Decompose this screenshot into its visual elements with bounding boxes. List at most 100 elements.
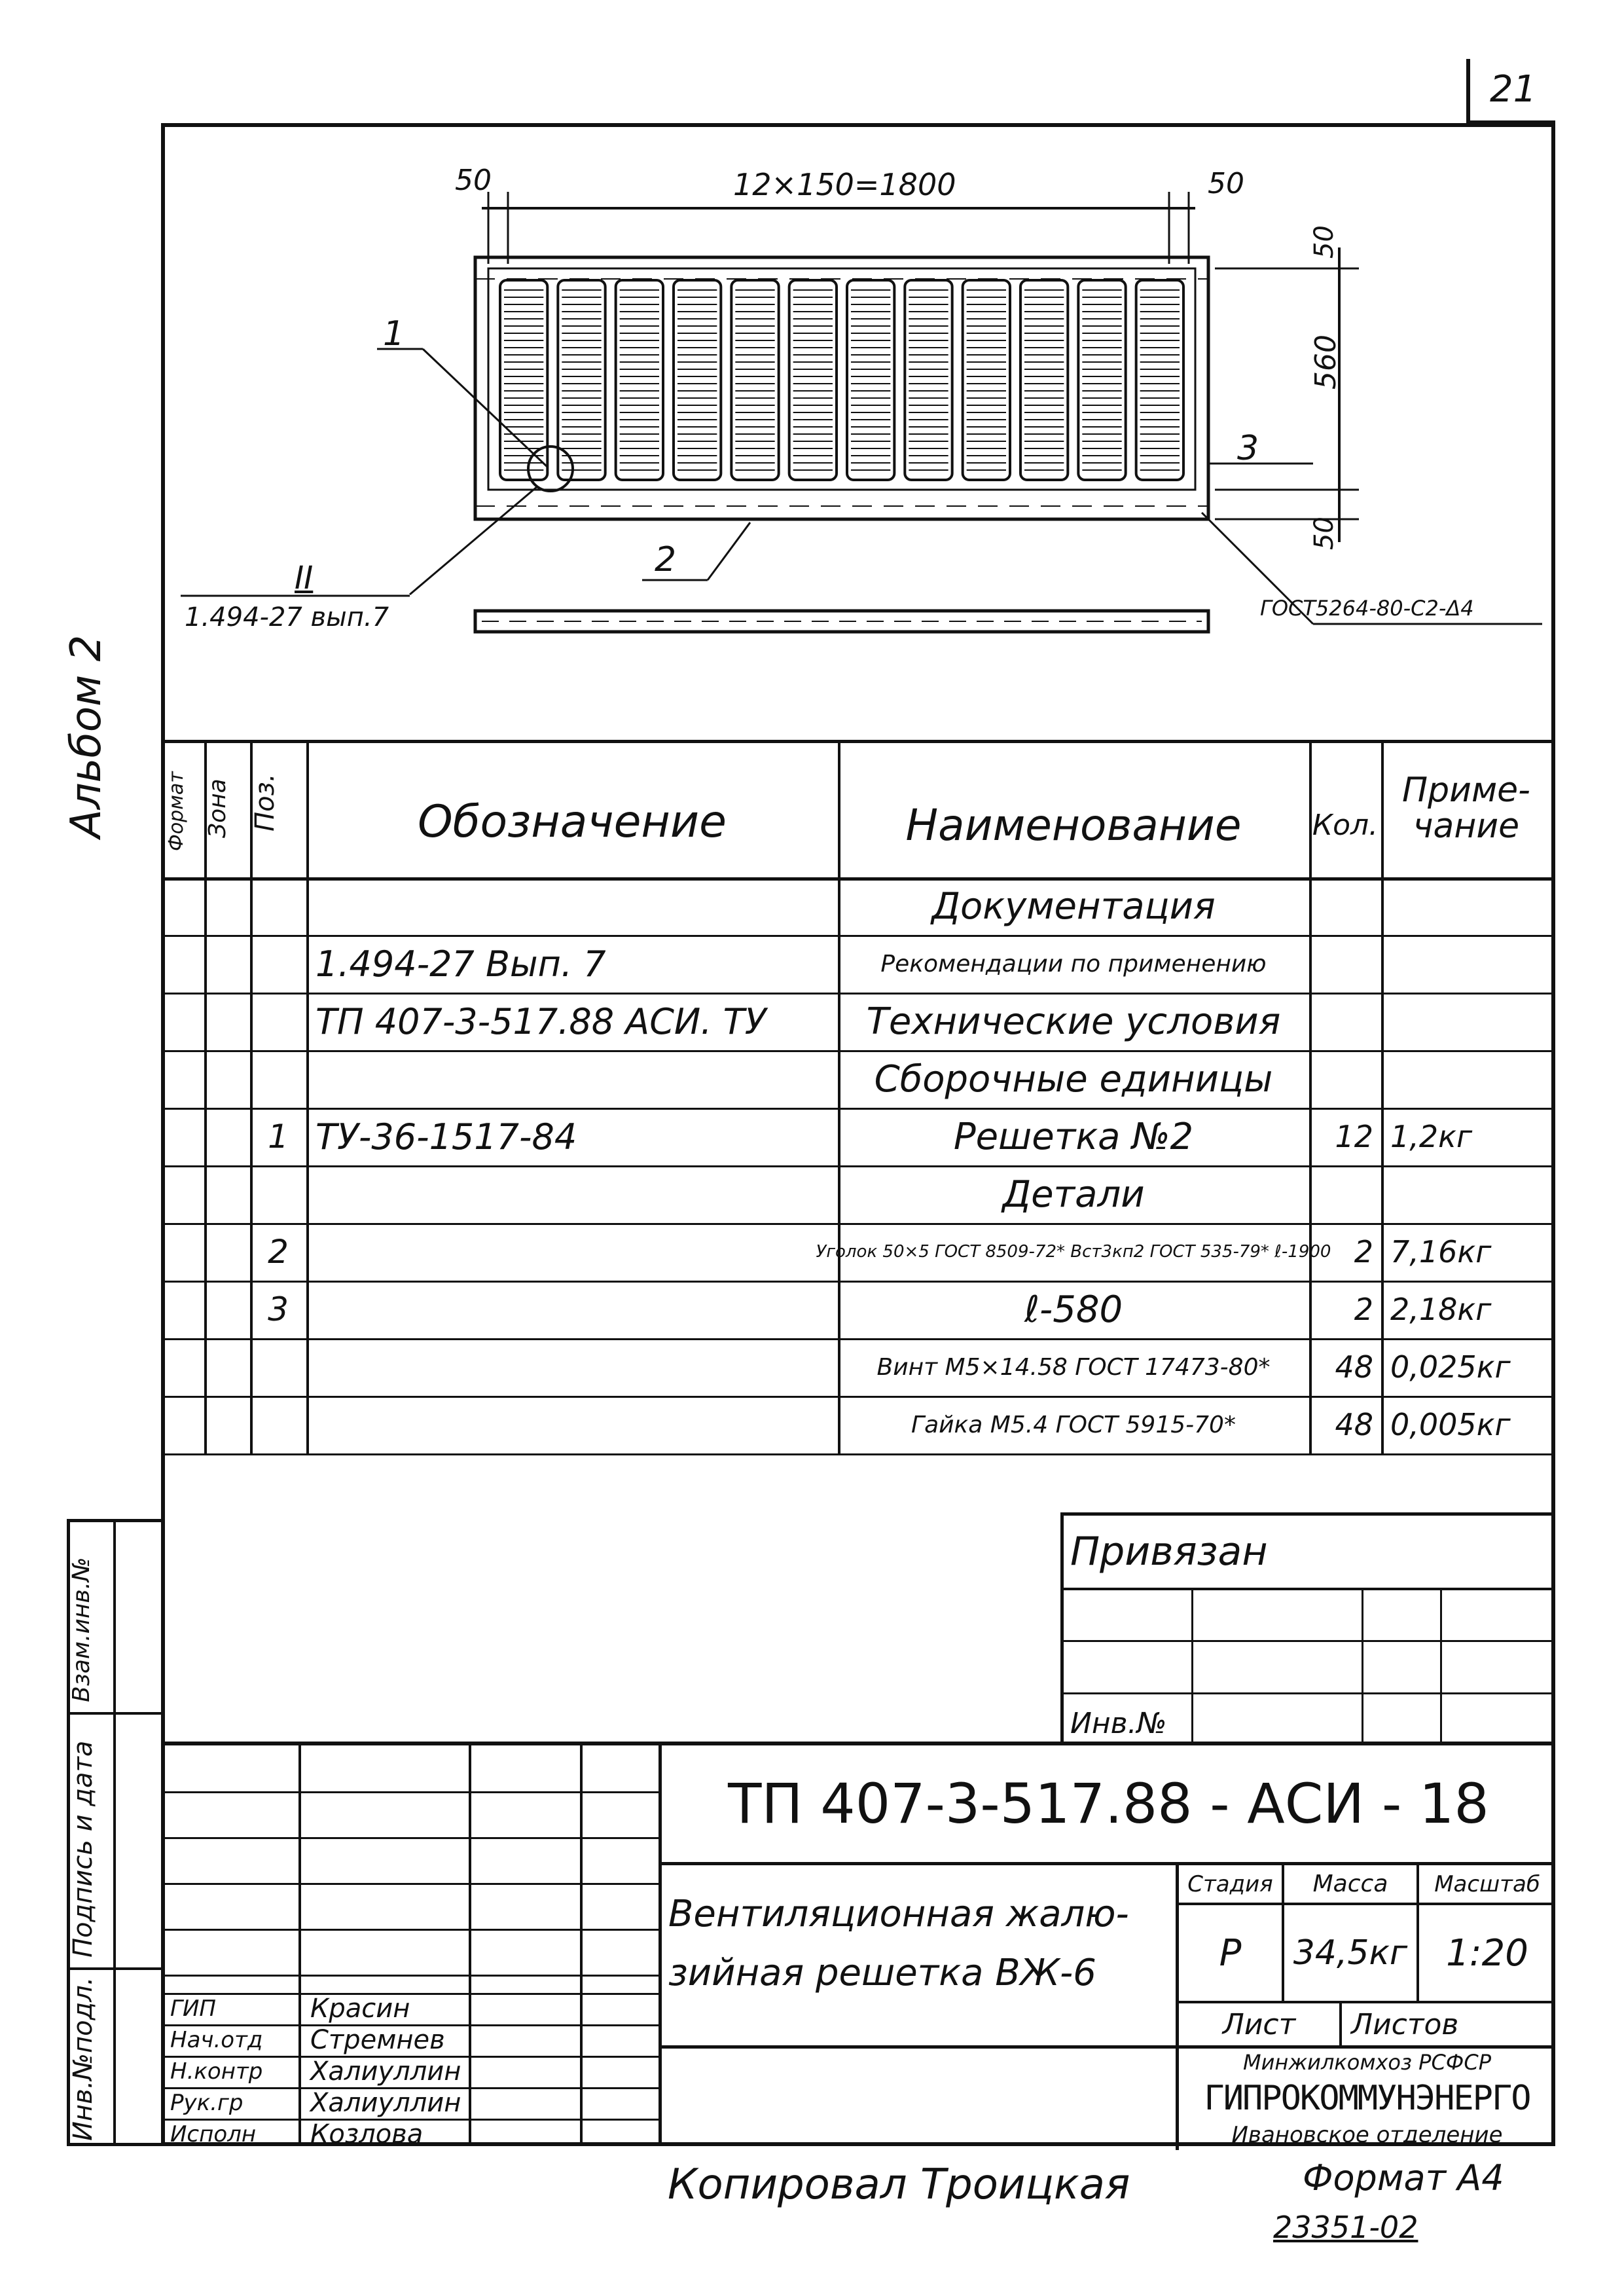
spec-cell-designation xyxy=(306,1165,838,1223)
spec-cell-qty xyxy=(1309,877,1381,935)
spec-cell-note: 7,16кг xyxy=(1390,1234,1492,1269)
leader-label-2: 2 xyxy=(655,540,677,579)
header-note: Приме- чание xyxy=(1402,771,1530,846)
header-pos: Поз. xyxy=(250,773,280,831)
spec-cell-designation xyxy=(306,1050,838,1108)
copied-by: Копировал Троицкая xyxy=(668,2161,1130,2209)
spec-cell-pos xyxy=(250,1396,306,1453)
spec-cell-designation xyxy=(306,1281,838,1338)
dim-top-middle: 12×150=1800 xyxy=(733,167,956,202)
louvre-panel xyxy=(846,279,896,481)
spec-cell-name: Винт М5×14.58 ГОСТ 17473-80* xyxy=(876,1353,1271,1381)
louvre-panel xyxy=(961,279,1011,481)
louvre-panel xyxy=(556,279,607,481)
spec-cell-designation: ТУ-36-1517-84 xyxy=(316,1116,577,1158)
louvre-panel xyxy=(787,279,839,481)
spec-cell-pos: 2 xyxy=(268,1233,289,1271)
margin-label-inv-orig: Инв.№подл. xyxy=(68,1977,98,2141)
scale-label: Масштаб xyxy=(1434,1870,1540,1897)
spec-cell-note: 2,18кг xyxy=(1390,1292,1492,1327)
spec-cell-qty: 2 xyxy=(1354,1292,1373,1327)
spec-cell-pos xyxy=(250,1338,306,1396)
spec-cell-name: ℓ-580 xyxy=(1024,1288,1123,1331)
spec-cell-pos xyxy=(250,1165,306,1223)
page-number-box: 21 xyxy=(1466,59,1555,124)
spec-cell-note xyxy=(1381,1050,1551,1108)
louvre-panel xyxy=(614,279,665,481)
spec-cell-qty xyxy=(1309,1050,1381,1108)
signer-role: Н.контр xyxy=(170,2058,263,2085)
dim-right-top: 50 xyxy=(1309,225,1339,259)
spec-cell-designation xyxy=(306,1338,838,1396)
spec-cell-designation xyxy=(306,1223,838,1281)
sheet-frame xyxy=(161,123,1555,2146)
document-name-line2: зийная решетка ВЖ-6 xyxy=(668,1952,1096,1994)
header-format: Формат xyxy=(165,771,188,851)
bound-title: Привязан xyxy=(1070,1529,1268,1575)
header-name: Наименование xyxy=(905,799,1242,850)
mass-label: Масса xyxy=(1312,1870,1388,1897)
scale-value: 1:20 xyxy=(1446,1931,1528,1975)
bound-block: Привязан Инв.№ xyxy=(1060,1512,1555,1745)
spec-cell-name: Технические условия xyxy=(866,1000,1281,1043)
margin-stamp xyxy=(67,1519,161,2146)
spec-cell-name: Уголок 50×5 ГОСТ 8509-72* Вст3кп2 ГОСТ 5… xyxy=(816,1242,1331,1262)
stage-label: Стадия xyxy=(1187,1870,1273,1897)
header-zone: Зона xyxy=(204,778,231,838)
document-name-line1: Вентиляционная жалю- xyxy=(668,1893,1129,1935)
signer-role: ГИП xyxy=(170,1996,216,2022)
louvre-panel xyxy=(1134,279,1185,481)
spec-cell-qty xyxy=(1309,993,1381,1050)
header-qty: Кол. xyxy=(1312,808,1379,842)
org-line1: Минжилкомхоз РСФСР xyxy=(1243,2050,1491,2075)
louvre-panel xyxy=(730,279,780,481)
spec-cell-designation xyxy=(306,877,838,935)
grille-drawing xyxy=(181,192,1542,634)
org-line3: Ивановское отделение xyxy=(1231,2122,1503,2148)
dim-top-left: 50 xyxy=(455,164,492,197)
weld-note: ГОСТ5264-80-С2-Δ4 xyxy=(1260,596,1474,621)
spec-cell-note: 1,2кг xyxy=(1390,1119,1473,1154)
spec-cell-name: Гайка М5.4 ГОСТ 5915-70* xyxy=(911,1411,1236,1438)
stage-value: Р xyxy=(1219,1931,1242,1975)
signer-role: Нач.отд xyxy=(170,2027,263,2053)
signer-name: Стремнев xyxy=(310,2025,445,2055)
header-designation: Обозначение xyxy=(418,795,727,848)
spec-cell-qty: 48 xyxy=(1335,1349,1373,1385)
spec-cell-pos xyxy=(250,877,306,935)
spec-cell-pos: 3 xyxy=(268,1290,289,1328)
footer-code: 23351-02 xyxy=(1273,2210,1418,2245)
louvre-panel xyxy=(1019,279,1070,481)
spec-cell-qty: 12 xyxy=(1335,1119,1373,1154)
spec-cell-name: Рекомендации по применению xyxy=(880,950,1267,977)
spec-cell-note xyxy=(1381,1165,1551,1223)
spec-cell-name: Сборочные единицы xyxy=(874,1057,1273,1101)
spec-cell-note: 0,005кг xyxy=(1390,1407,1511,1442)
org-logo: ГИПРОКОММУНЭНЕРГО xyxy=(1204,2079,1531,2118)
spec-cell-qty: 2 xyxy=(1354,1234,1373,1269)
dim-top-right: 50 xyxy=(1208,167,1244,200)
spec-cell-note xyxy=(1381,935,1551,993)
louvre-panel xyxy=(1077,279,1127,481)
dim-right-bottom: 50 xyxy=(1309,517,1339,550)
spec-cell-designation xyxy=(306,1396,838,1453)
spec-table: Формат Зона Поз. Обозначение Наименовани… xyxy=(161,740,1555,1460)
spec-cell-qty xyxy=(1309,1165,1381,1223)
spec-cell-name: Детали xyxy=(1002,1173,1145,1216)
leader-label-1: 1 xyxy=(383,314,405,354)
signer-role: Исполн xyxy=(170,2121,257,2147)
signer-name: Халиуллин xyxy=(310,2088,461,2118)
signer-name: Красин xyxy=(310,1994,410,2024)
margin-label-sign-date: Подпись и дата xyxy=(68,1740,98,1958)
spec-cell-pos xyxy=(250,935,306,993)
leader-label-3: 3 xyxy=(1237,429,1259,468)
spec-cell-pos xyxy=(250,1050,306,1108)
louvre-panel xyxy=(903,279,954,481)
signer-name: Козлова xyxy=(310,2119,424,2149)
album-label: Альбом 2 xyxy=(62,634,111,838)
louvre-panel xyxy=(672,279,723,481)
document-code: ТП 407-3-517.88 - АСИ - 18 xyxy=(728,1772,1489,1836)
page-number: 21 xyxy=(1490,68,1537,111)
dim-right-middle: 560 xyxy=(1309,335,1343,390)
